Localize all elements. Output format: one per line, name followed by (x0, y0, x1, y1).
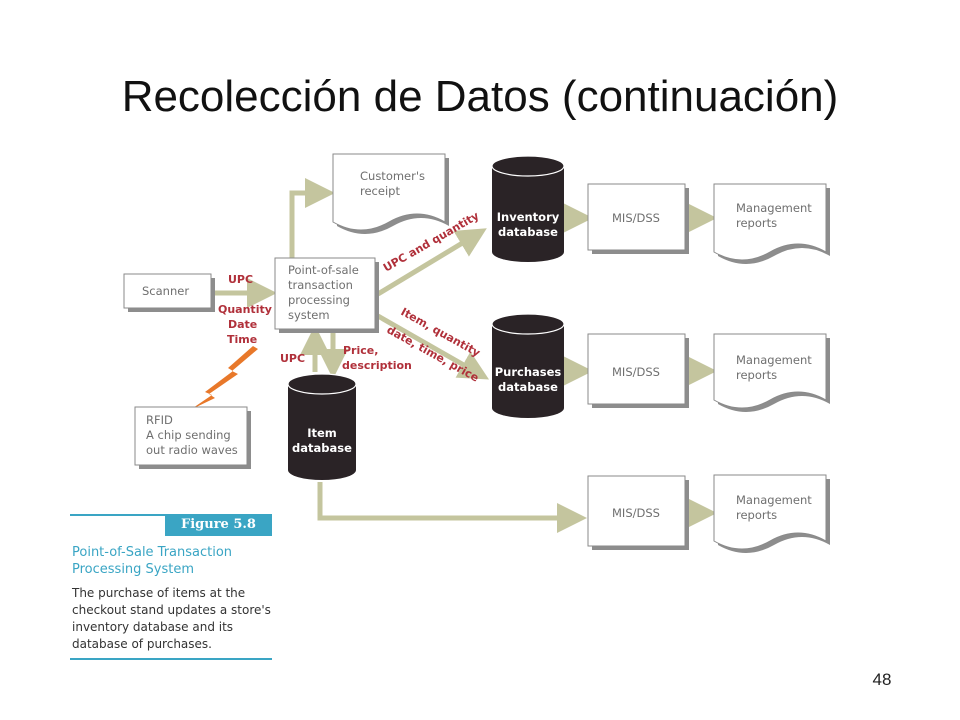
item-db-label-line2: database (292, 441, 352, 455)
scanner-box: Scanner (123, 273, 215, 312)
rfid-label-line1: RFID (146, 413, 173, 427)
inventory-database: Inventory database (491, 155, 565, 262)
label-description: description (342, 359, 412, 372)
scanner-label: Scanner (142, 284, 189, 298)
mis-dss-label-2: MIS/DSS (612, 365, 660, 379)
arrow-pos-to-receipt (289, 178, 335, 258)
label-upc-scanner: UPC (228, 273, 253, 286)
receipt-label-line2: receipt (360, 184, 400, 198)
figure-badge: Figure 5.8 (165, 514, 272, 536)
pos-label-line4: system (288, 308, 330, 322)
pos-system-box: Point-of-sale transaction processing sys… (274, 257, 379, 333)
label-upc-item: UPC (280, 352, 305, 365)
mis-dss-label-1: MIS/DSS (612, 211, 660, 225)
receipt-label-line1: Customer's (360, 169, 425, 183)
mis-dss-label-3: MIS/DSS (612, 506, 660, 520)
management-reports-document-3: Management reports (713, 474, 830, 553)
label-price: Price, (343, 344, 378, 357)
mis-dss-box-2: MIS/DSS (587, 333, 689, 408)
item-database: Item database (287, 373, 357, 480)
item-db-label-line1: Item (307, 426, 337, 440)
figure-rule-top (70, 514, 165, 516)
reports-3-label-line1: Management (736, 493, 812, 507)
arrow-item-to-mis3 (317, 482, 587, 533)
slide-title: Recolección de Datos (continuación) (121, 72, 839, 121)
rfid-box: RFID A chip sending out radio waves (134, 406, 251, 469)
purchases-database: Purchases database (491, 313, 565, 418)
figure-caption-description: The purchase of items at the checkout st… (72, 586, 271, 651)
rfid-label-line2: A chip sending (146, 428, 231, 442)
rfid-lightning-icon (190, 346, 258, 410)
inventory-db-label-line1: Inventory (497, 210, 560, 224)
reports-1-label-line2: reports (736, 216, 777, 230)
rfid-label-line3: out radio waves (146, 443, 238, 457)
reports-2-label-line2: reports (736, 368, 777, 382)
purchases-db-label-line1: Purchases (495, 365, 562, 379)
label-time: Time (227, 333, 257, 346)
reports-2-label-line1: Management (736, 353, 812, 367)
mis-dss-box-1: MIS/DSS (587, 183, 689, 254)
page-number: 48 (872, 670, 892, 689)
arrow-pos-to-inventory (376, 228, 487, 297)
pos-label-line2: transaction (288, 278, 353, 292)
figure-rule-bottom (70, 658, 272, 660)
pos-label-line3: processing (288, 293, 350, 307)
purchases-db-label-line2: database (498, 380, 558, 394)
reports-1-label-line1: Management (736, 201, 812, 215)
flow-arrows (214, 178, 717, 533)
label-quantity: Quantity (218, 303, 272, 316)
pos-label-line1: Point-of-sale (288, 263, 359, 277)
management-reports-document-1: Management reports (713, 183, 830, 264)
customer-receipt-document: Customer's receipt (332, 153, 449, 234)
mis-dss-box-3: MIS/DSS (587, 475, 689, 550)
figure-caption-title: Point-of-Sale Transaction Processing Sys… (72, 545, 233, 577)
management-reports-document-2: Management reports (713, 333, 830, 412)
reports-3-label-line2: reports (736, 508, 777, 522)
arrow-pos-to-purchases (376, 313, 490, 380)
label-date: Date (228, 318, 257, 331)
inventory-db-label-line2: database (498, 225, 558, 239)
